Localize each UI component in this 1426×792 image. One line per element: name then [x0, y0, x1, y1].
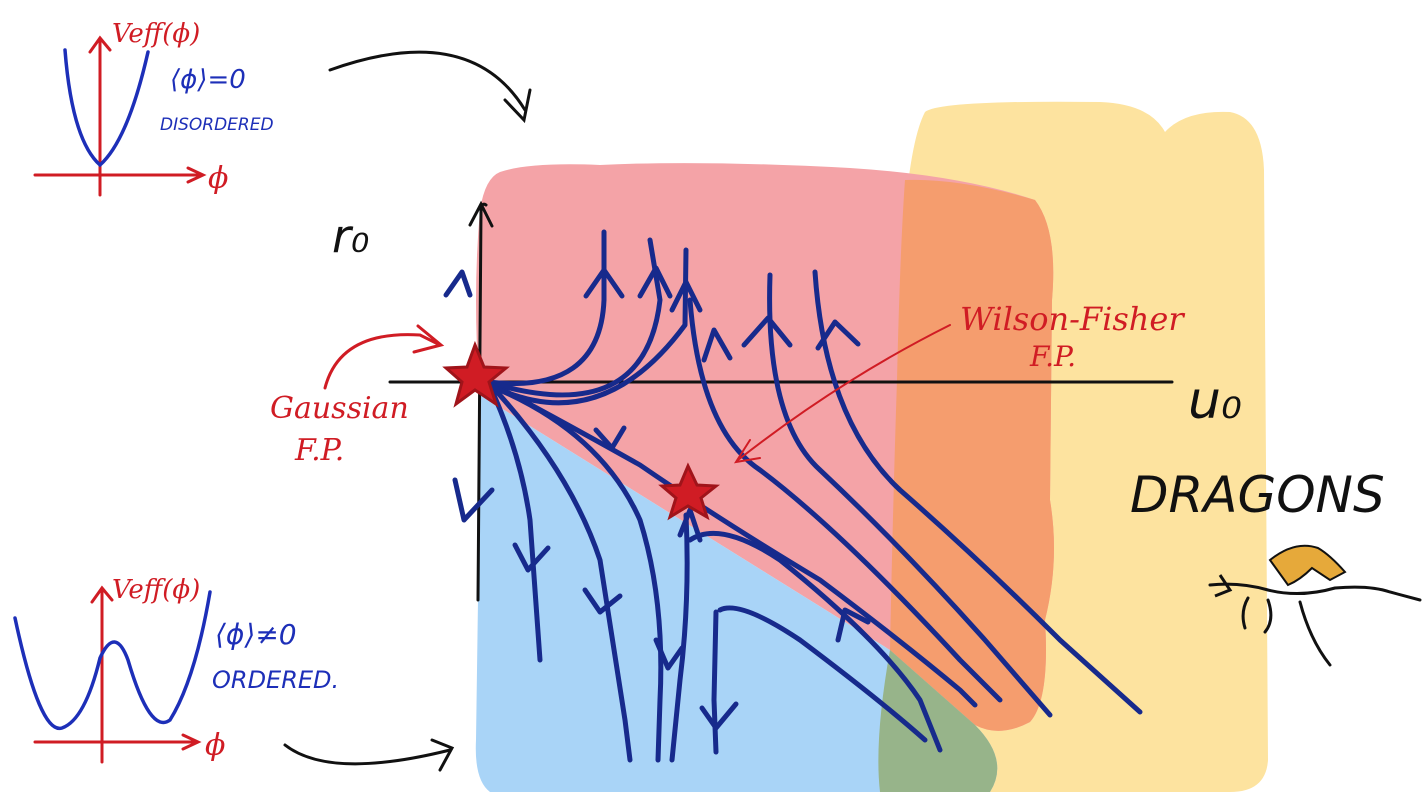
bottom-inset-phase: ORDERED. [212, 666, 339, 694]
wf-pointer-arrow [733, 324, 951, 464]
wf-label-line2: F.P. [1029, 340, 1076, 373]
top-inset-phase: DISORDERED [160, 115, 274, 135]
wf-label-line1: Wilson-Fisher [960, 300, 1185, 338]
gaussian-label-line1: Gaussian [270, 391, 409, 426]
gaussian-pointer-arrow [323, 324, 445, 390]
r-axis-label: r₀ [332, 209, 369, 263]
bottom-inset-vev: ⟨ϕ⟩≠0 [215, 618, 297, 651]
dragon-icon [1208, 544, 1422, 667]
u-axis-label: u₀ [1188, 371, 1242, 431]
gaussian-label-line2: F.P. [294, 433, 344, 468]
rg-flow-lines [443, 229, 1143, 763]
top-potential-inset: Veff(ϕ) ϕ ⟨ϕ⟩=0 DISORDERED [33, 19, 274, 197]
gaussian-fp-star [442, 340, 510, 408]
star-icon [442, 340, 510, 408]
star-icon [658, 462, 721, 521]
wf-fp-star [658, 462, 721, 521]
bottom-potential-inset: Veff(ϕ) ϕ ⟨ϕ⟩≠0 ORDERED. [13, 575, 339, 764]
overlap-region [890, 179, 1054, 731]
top-inset-axis-label: Veff(ϕ) [112, 19, 200, 49]
bottom-inset-axis-label: Veff(ϕ) [112, 575, 200, 605]
top-inset-phi-label: ϕ [208, 161, 228, 196]
bottom-inset-phi-label: ϕ [205, 728, 225, 763]
bottom-inset-arrow [283, 738, 455, 772]
r-axis [468, 200, 494, 602]
top-inset-vev: ⟨ϕ⟩=0 [170, 65, 246, 95]
top-inset-arrow [328, 50, 532, 124]
dragons-label: DRAGONS [1130, 466, 1385, 524]
